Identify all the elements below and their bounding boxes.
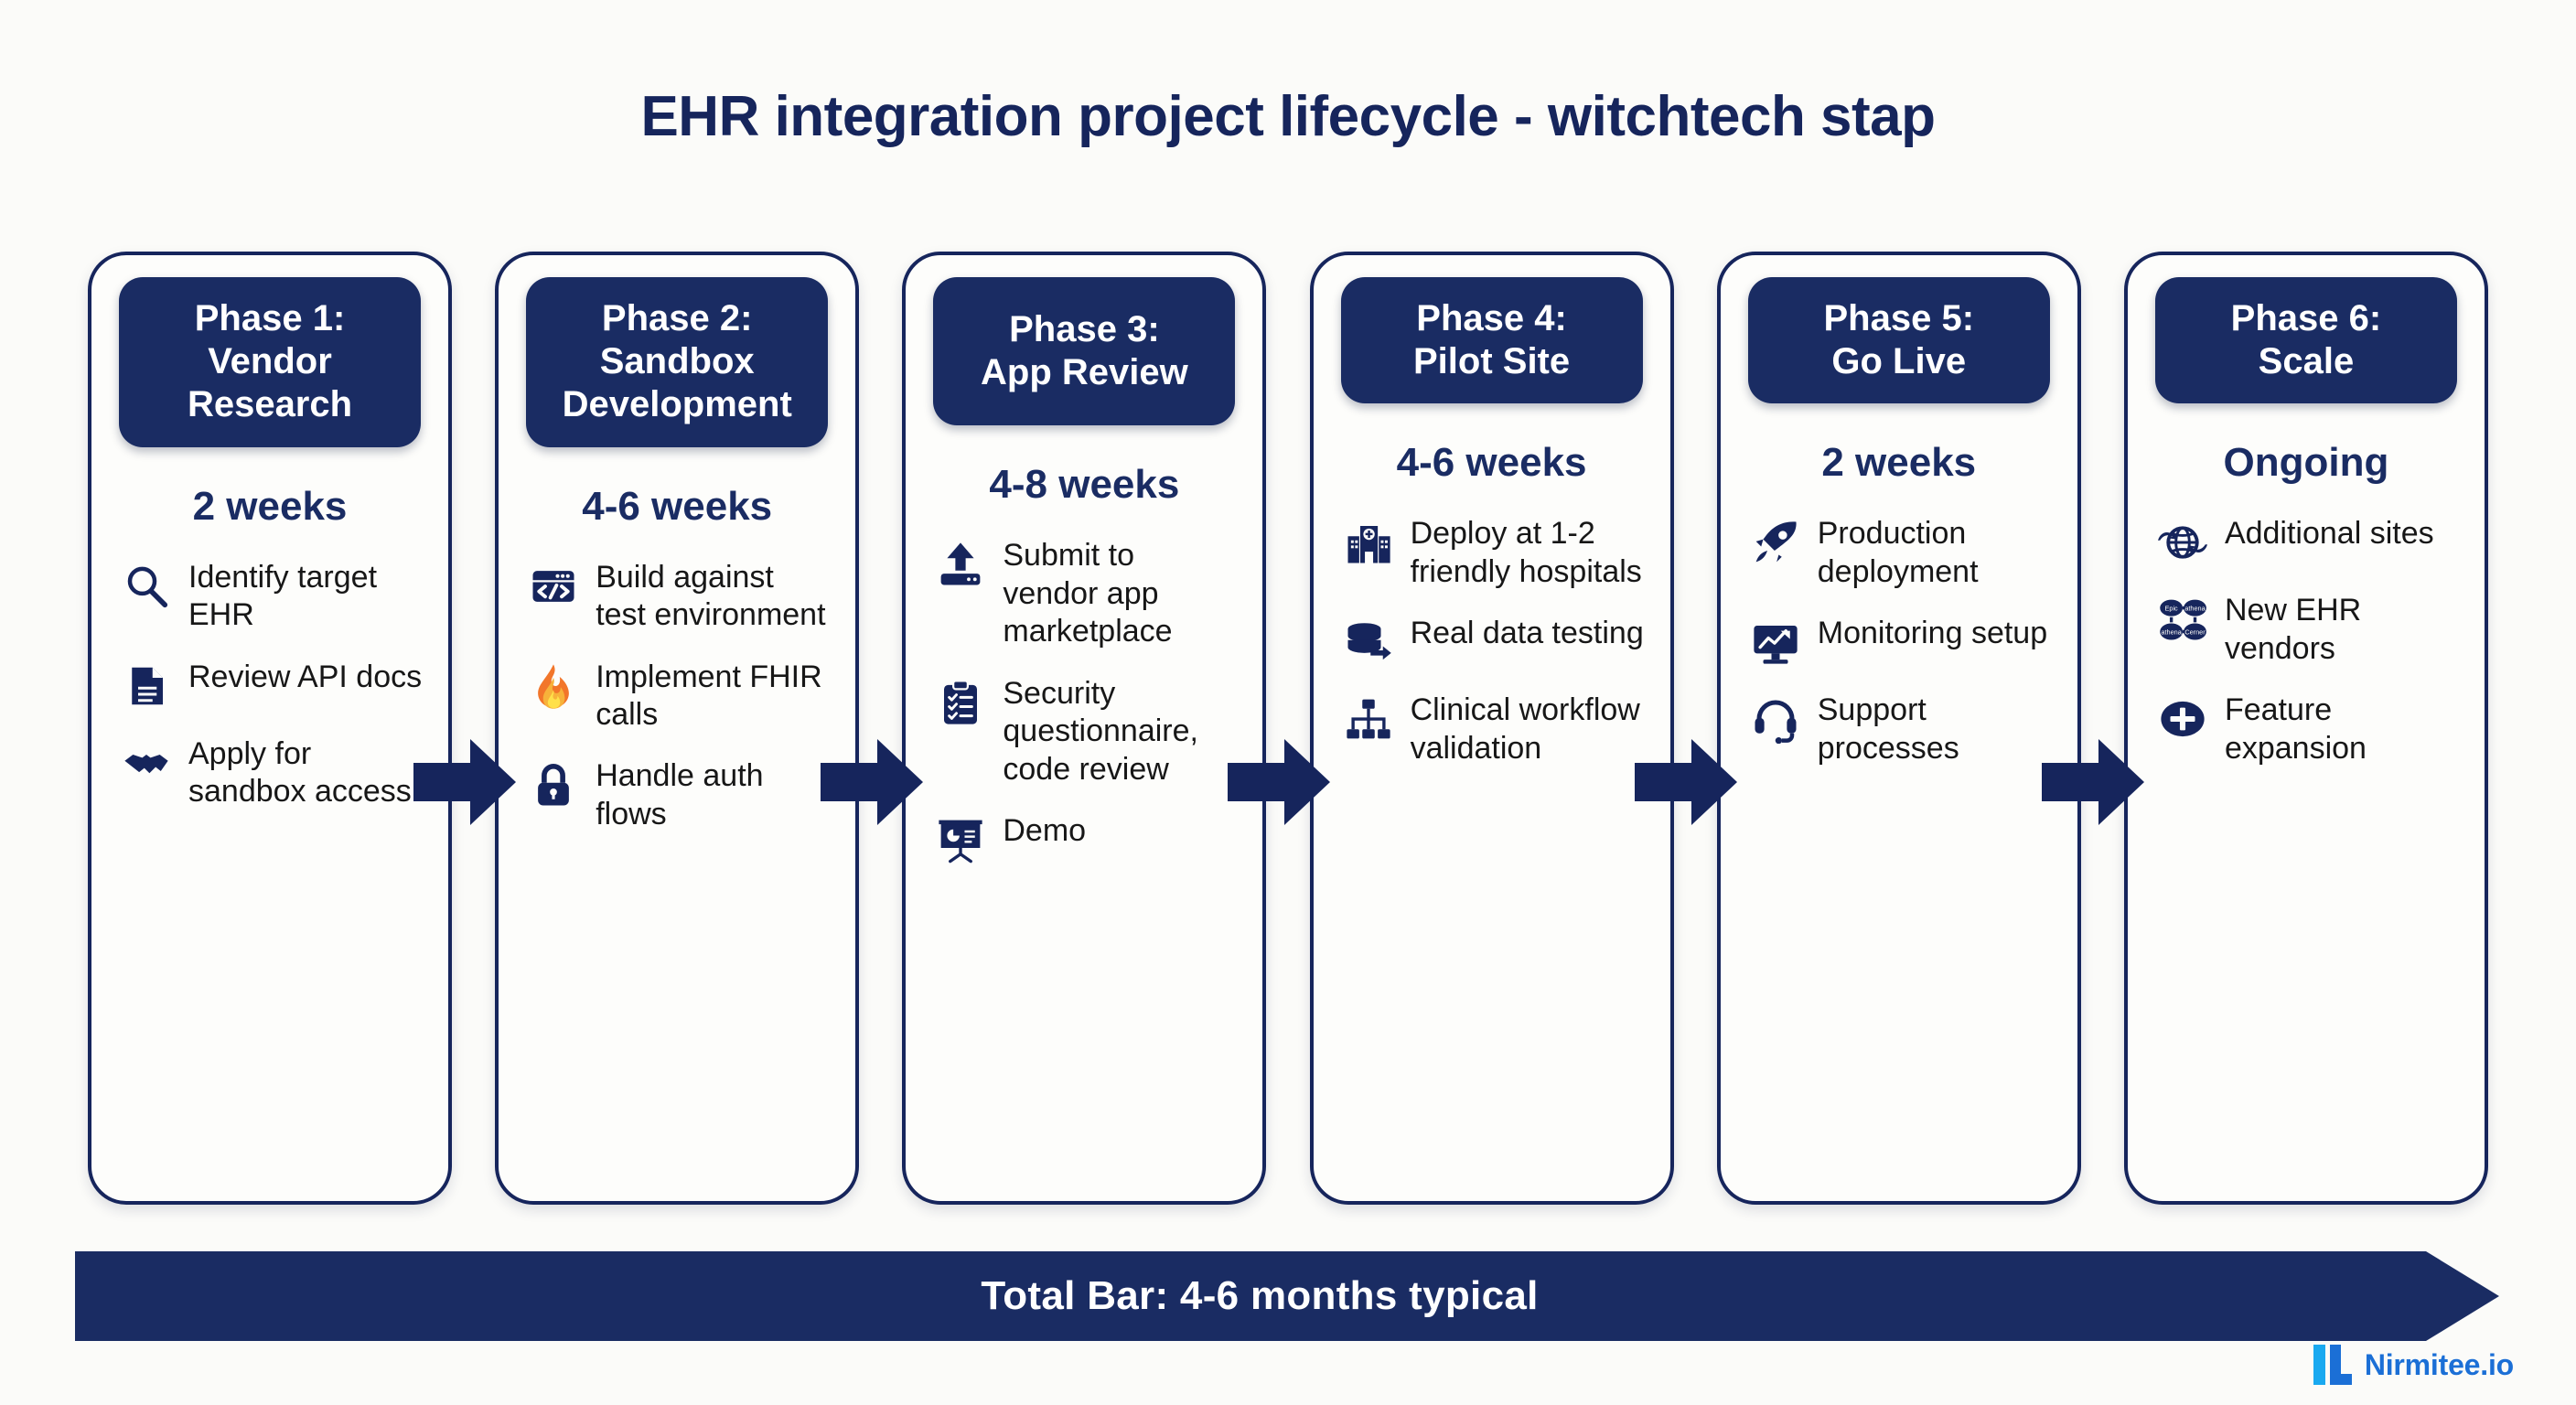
list-item: Apply for sandbox access [121, 735, 423, 811]
flow-arrow-2 [821, 732, 923, 832]
brand-logo: Nirmitee.io [2313, 1345, 2514, 1385]
clipboard-checklist-icon [935, 677, 986, 728]
list-item: Implement FHIR calls [528, 659, 830, 735]
bullet-text: Support processes [1817, 692, 1959, 766]
list-item: Production deployment [1750, 515, 2052, 591]
flame-icon [528, 660, 579, 712]
phase-header-3: Phase 3: App Review [933, 277, 1236, 426]
logo-l-shape [2329, 1345, 2352, 1385]
list-item: Review API docs [121, 659, 423, 712]
list-item: Identify target EHR [121, 559, 423, 635]
banner-shape [75, 1251, 2499, 1341]
handshake-icon [121, 737, 172, 788]
bullet-text: Apply for sandbox access [188, 735, 412, 809]
phase-duration-3: 4-8 weeks [989, 462, 1180, 508]
bullet-text: Monitoring setup [1817, 616, 2048, 651]
workflow-hierarchy-icon [1343, 693, 1394, 745]
bullet-text: Production deployment [1817, 516, 1979, 589]
list-item: Build against test environment [528, 559, 830, 635]
phase-duration-4: 4-6 weeks [1396, 440, 1587, 486]
list-item: Handle auth flows [528, 757, 830, 833]
phase-header-5: Phase 5: Go Live [1747, 277, 2050, 404]
magnifier-icon [121, 561, 172, 612]
bullet-text: Build against test environment [596, 559, 826, 633]
list-item: Security questionnaire, code review [935, 675, 1237, 788]
hospital-icon [1343, 517, 1394, 568]
document-icon [121, 660, 172, 712]
bullet-text: Review API docs [188, 659, 423, 694]
presentation-chart-icon [935, 814, 986, 865]
flow-arrow-3 [1228, 732, 1330, 832]
list-item: Additional sites [2157, 515, 2459, 568]
list-item: Clinical workflow validation [1343, 692, 1645, 767]
total-duration-label: Total Bar: 4-6 months typical [981, 1273, 1539, 1318]
list-item: Deploy at 1-2 friendly hospitals [1343, 515, 1645, 591]
bullet-text: New EHR vendors [2224, 593, 2362, 666]
list-item: Submit to vendor app marketplace [935, 537, 1237, 650]
phase-header-1: Phase 1: Vendor Research [119, 277, 421, 447]
svg-text:athena: athena [2161, 628, 2182, 637]
code-window-icon [528, 561, 579, 612]
flow-arrow-5 [2042, 732, 2144, 832]
globe-sync-icon [2157, 517, 2208, 568]
svg-text:Epic: Epic [2164, 605, 2178, 613]
list-item: Demo [935, 812, 1237, 865]
flow-arrow-1 [413, 732, 516, 832]
phase-duration-6: Ongoing [2223, 440, 2389, 486]
phase-duration-1: 2 weeks [192, 483, 348, 529]
bullet-text: Identify target EHR [188, 559, 378, 633]
flow-arrow-4 [1635, 732, 1737, 832]
monitor-chart-icon [1750, 617, 1801, 668]
phase-header-6: Phase 6: Scale [2154, 277, 2457, 404]
lock-icon [528, 759, 579, 810]
svg-text:Cerner: Cerner [2184, 628, 2206, 637]
svg-text:athena: athena [2184, 605, 2206, 613]
bullet-text: Real data testing [1410, 616, 1644, 651]
bullet-text: Implement FHIR calls [596, 659, 822, 732]
phase-header-2: Phase 2: Sandbox Development [526, 277, 829, 447]
list-item: Real data testing [1343, 615, 1645, 668]
logo-mark-icon [2313, 1345, 2352, 1385]
list-item: Feature expansion [2157, 692, 2459, 767]
headset-icon [1750, 693, 1801, 745]
bullet-text: Demo [1003, 813, 1087, 849]
logo-text: Nirmitee.io [2364, 1347, 2514, 1381]
phase-duration-5: 2 weeks [1821, 440, 1977, 486]
plus-circle-icon [2157, 693, 2208, 745]
bullet-text: Clinical workflow validation [1410, 692, 1640, 766]
database-transfer-icon [1343, 617, 1394, 668]
page-title: EHR integration project lifecycle - witc… [640, 85, 1936, 148]
bullet-text: Additional sites [2224, 516, 2434, 552]
bullet-text: Submit to vendor app marketplace [1003, 538, 1173, 649]
total-duration-banner: Total Bar: 4-6 months typical [75, 1251, 2499, 1341]
list-item: Monitoring setup [1750, 615, 2052, 668]
bullet-text: Handle auth flows [596, 758, 764, 831]
list-item: Support processes [1750, 692, 2052, 767]
bullet-text: Feature expansion [2224, 692, 2367, 766]
phase-header-4: Phase 4: Pilot Site [1340, 277, 1643, 404]
bullet-text: Security questionnaire, code review [1003, 675, 1198, 787]
bullet-text: Deploy at 1-2 friendly hospitals [1410, 516, 1642, 589]
upload-icon [935, 539, 986, 590]
rocket-icon [1750, 517, 1801, 568]
phase-duration-2: 4-6 weeks [582, 483, 773, 529]
